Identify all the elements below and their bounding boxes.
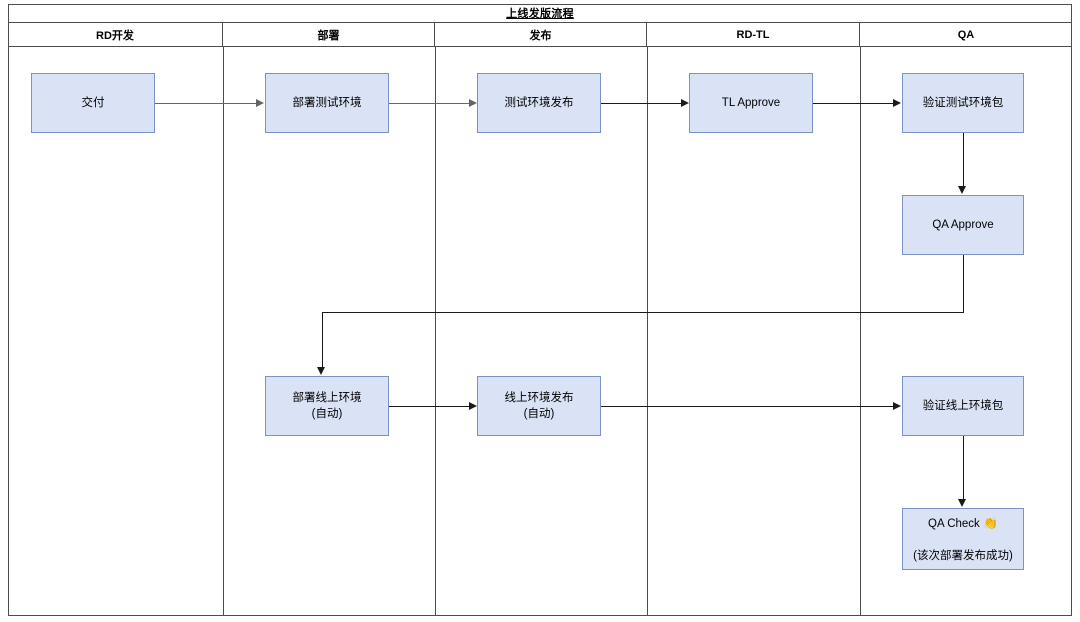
edge-qa-approve-to-deploy-prod (322, 312, 323, 369)
clapping-hands-icon: 👏 (983, 515, 998, 530)
arrowhead-tl-approve-to-verify-test-pkg (893, 99, 901, 107)
qa-check-line2: (该次部署发布成功) (913, 549, 1013, 562)
lane-header-deploy: 部署 (223, 23, 435, 46)
node-qa-check[interactable]: QA Check 👏 (该次部署发布成功) (902, 508, 1024, 570)
lane-divider-1 (223, 47, 224, 616)
lane-header-qa: QA (957, 28, 975, 41)
swimlane-pool (8, 4, 1072, 616)
node-verify-prod-env-package[interactable]: 验证线上环境包 (902, 376, 1024, 436)
lane-header-row: RD开发 部署 发布 RD-TL QA (8, 23, 1072, 47)
edge-tl-approve-to-verify-test-pkg (812, 103, 894, 104)
edge-verify-test-pkg-to-qa-approve (963, 133, 964, 188)
lane-header-rd: RD开发 (8, 23, 223, 46)
edge-delivery-to-deploy-test (155, 103, 257, 104)
diagram-title: 上线发版流程 (8, 4, 1072, 23)
lane-header-rdtl: RD-TL (647, 23, 860, 46)
node-verify-test-env-package[interactable]: 验证测试环境包 (902, 73, 1024, 133)
lane-header-release: 发布 (435, 23, 647, 46)
arrowhead-deploy-prod-to-prod-release (469, 402, 477, 410)
arrowhead-verify-test-pkg-to-qa-approve (958, 186, 966, 194)
qa-check-line1: QA Check 👏 (913, 515, 1013, 532)
node-prod-env-release[interactable]: 线上环境发布 (自动) (477, 376, 601, 436)
arrowhead-test-release-to-tl-approve (681, 99, 689, 107)
node-test-env-release[interactable]: 测试环境发布 (477, 73, 601, 133)
arrowhead-delivery-to-deploy-test (256, 99, 264, 107)
node-deploy-test-env[interactable]: 部署测试环境 (265, 73, 389, 133)
arrowhead-verify-prod-pkg-to-qa-check (958, 499, 966, 507)
node-delivery[interactable]: 交付 (31, 73, 155, 133)
arrowhead-prod-release-to-verify-prod-pkg (893, 402, 901, 410)
edge-verify-prod-pkg-to-qa-check (963, 436, 964, 501)
lane-divider-2 (435, 47, 436, 616)
node-qa-approve[interactable]: QA Approve (902, 195, 1024, 255)
qa-check-label: QA Check (928, 517, 983, 530)
edge-test-release-to-tl-approve (601, 103, 682, 104)
node-deploy-prod-env[interactable]: 部署线上环境 (自动) (265, 376, 389, 436)
node-tl-approve[interactable]: TL Approve (689, 73, 813, 133)
edge-deploy-prod-to-prod-release (389, 406, 470, 407)
edge-prod-release-to-verify-prod-pkg (601, 406, 894, 407)
edge-qa-approve-down-segment (963, 255, 964, 313)
lane-divider-3 (647, 47, 648, 616)
arrowhead-deploy-test-to-test-release (469, 99, 477, 107)
edge-deploy-test-to-test-release (389, 103, 470, 104)
lane-divider-4 (860, 47, 861, 616)
edge-qa-approve-across-segment (322, 312, 964, 313)
arrowhead-qa-approve-to-deploy-prod (317, 367, 325, 375)
